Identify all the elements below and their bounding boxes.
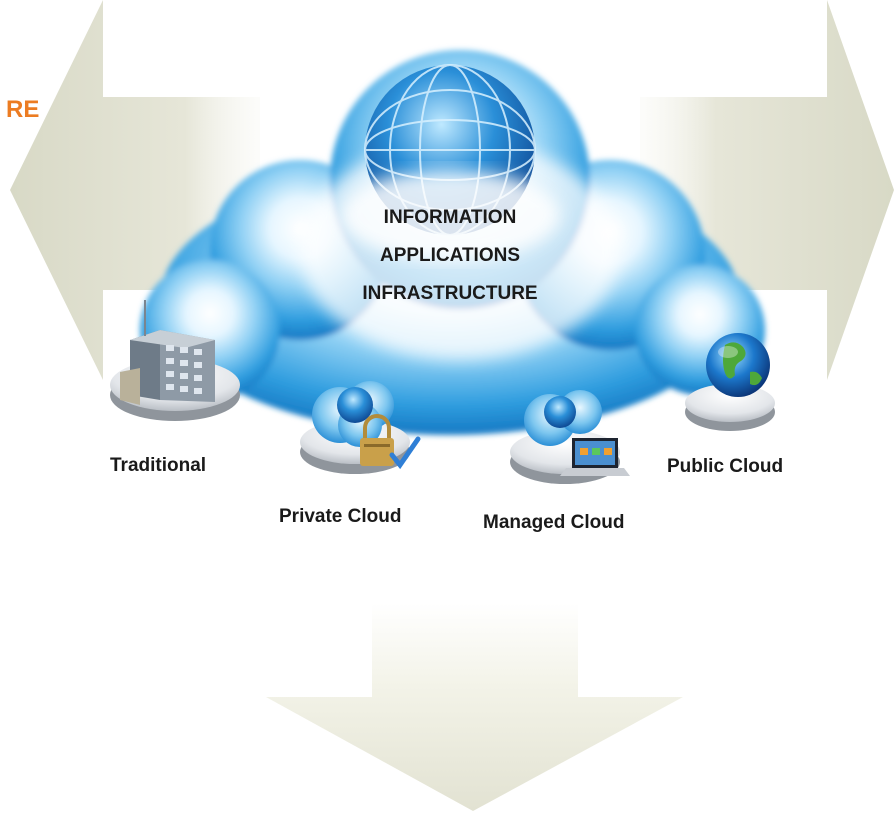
earth-globe-icon <box>706 333 770 397</box>
public-cloud-label: Public Cloud <box>667 456 784 477</box>
center-label-infrastructure: INFRASTRUCTURE <box>362 283 538 304</box>
center-label-information: INFORMATION <box>383 207 517 228</box>
managed-cloud-node <box>510 390 630 484</box>
laptop-cloud-icon <box>524 390 630 476</box>
office-building-icon <box>120 300 215 405</box>
center-label-applications: APPLICATIONS <box>379 245 521 266</box>
managed-cloud-label: Managed Cloud <box>483 512 625 533</box>
private-cloud-label: Private Cloud <box>279 506 402 527</box>
traditional-node <box>110 300 240 421</box>
traditional-label: Traditional <box>110 455 207 476</box>
public-cloud-node <box>685 333 775 431</box>
down-arrow <box>266 603 683 811</box>
private-cloud-node <box>300 381 421 474</box>
left-arrow-label: RE <box>6 96 40 123</box>
globe-icon <box>340 64 560 260</box>
padlock-cloud-icon <box>312 381 421 470</box>
